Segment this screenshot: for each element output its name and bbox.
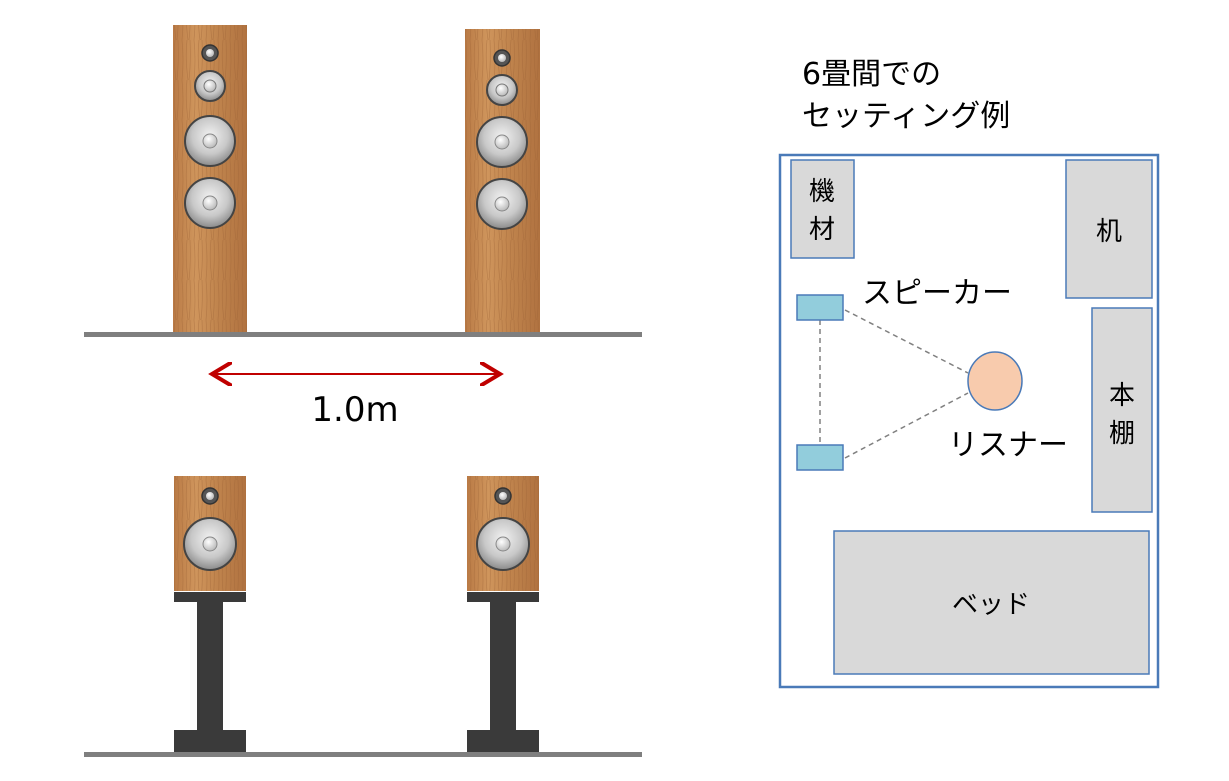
- bookshelf-speaker-left: [174, 476, 246, 591]
- svg-text:本: 本: [1109, 381, 1135, 411]
- room-title-line2: セッティング例: [802, 99, 1010, 134]
- svg-text:機: 機: [809, 177, 835, 207]
- listener-icon: [967, 351, 1023, 411]
- speaker-label: スピーカー: [862, 276, 1012, 311]
- svg-text:棚: 棚: [1109, 419, 1135, 449]
- bed: ベッド: [833, 530, 1150, 675]
- room-speaker-top: [796, 294, 844, 321]
- bookshelf-speaker-right: [467, 476, 539, 591]
- floorstanding-speaker-left: [173, 25, 247, 332]
- room-speaker-bottom: [796, 444, 844, 471]
- equipment-rack: 機 材: [790, 159, 855, 259]
- bookshelf: 本 棚: [1091, 307, 1153, 513]
- floor-line-top: [84, 332, 642, 337]
- room-title-line1: 6畳間での: [802, 57, 941, 92]
- speaker-stand-left: [174, 592, 246, 752]
- floor-line-bottom: [84, 752, 642, 757]
- distance-label: 1.0m: [311, 390, 398, 430]
- svg-text:材: 材: [809, 215, 835, 245]
- svg-text:ベッド: ベッド: [952, 590, 1030, 620]
- speaker-stand-right: [467, 592, 539, 752]
- floorstanding-speaker-right: [465, 29, 540, 332]
- svg-text:机: 机: [1096, 217, 1122, 247]
- desk: 机: [1065, 159, 1153, 299]
- listener-label: リスナー: [948, 428, 1068, 463]
